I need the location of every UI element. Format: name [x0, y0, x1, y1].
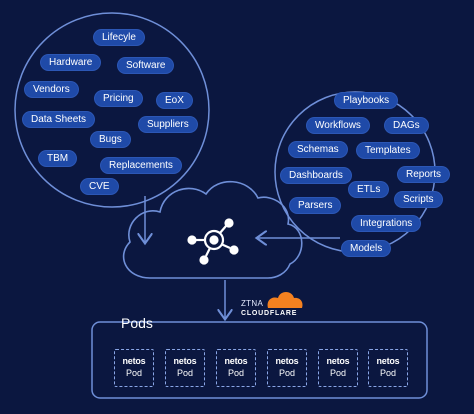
pod-card: netos Pod — [165, 349, 205, 387]
pod-card: netos Pod — [114, 349, 154, 387]
pod-card: netos Pod — [318, 349, 358, 387]
netos-logo: netos — [376, 356, 400, 366]
ztna-label: ZTNA — [241, 299, 264, 308]
pod-label: Pod — [125, 368, 142, 378]
pill-suppliers: Suppliers — [138, 116, 198, 133]
left-bubble-circle — [14, 12, 210, 208]
cloudflare-wordmark: CLOUDFLARE — [241, 310, 298, 317]
pill-pricing: Pricing — [94, 90, 143, 107]
pods-container — [91, 321, 428, 399]
netos-logo: netos — [224, 356, 248, 366]
pill-workflows: Workflows — [306, 117, 370, 134]
pod-label: Pod — [379, 368, 396, 378]
pill-replacements: Replacements — [100, 157, 182, 174]
pill-schemas: Schemas — [288, 141, 348, 158]
pod-card: netos Pod — [216, 349, 256, 387]
pill-hardware: Hardware — [40, 54, 102, 71]
pill-dashboards: Dashboards — [280, 167, 352, 184]
pill-templates: Templates — [356, 142, 420, 159]
pill-software: Software — [117, 57, 175, 74]
pod-label: Pod — [176, 368, 193, 378]
pill-data-sheets: Data Sheets — [22, 111, 96, 128]
pod-label: Pod — [329, 368, 346, 378]
pill-dags: DAGs — [384, 117, 429, 134]
pill-reports: Reports — [397, 166, 451, 183]
netos-logo: netos — [122, 356, 146, 366]
pill-playbooks: Playbooks — [334, 92, 399, 109]
cloudflare-logo-icon — [267, 292, 303, 308]
pod-label: Pod — [278, 368, 295, 378]
pill-eox: EoX — [156, 92, 193, 109]
pod-card: netos Pod — [267, 349, 307, 387]
pod-card: netos Pod — [368, 349, 408, 387]
pill-lifecyle: Lifecyle — [93, 29, 145, 46]
pods-title: Pods — [121, 315, 153, 331]
cloud-shape — [122, 180, 303, 279]
pill-tbm: TBM — [38, 150, 78, 167]
pill-bugs: Bugs — [90, 131, 131, 148]
pill-etls: ETLs — [348, 181, 390, 198]
pill-parsers: Parsers — [289, 197, 342, 214]
pod-label: Pod — [227, 368, 244, 378]
pill-scripts: Scripts — [394, 191, 443, 208]
netos-logo: netos — [326, 356, 350, 366]
pill-models: Models — [341, 240, 392, 257]
pill-cve: CVE — [80, 178, 119, 195]
netos-logo: netos — [173, 356, 197, 366]
pill-vendors: Vendors — [24, 81, 79, 98]
netos-logo: netos — [275, 356, 299, 366]
pill-integrations: Integrations — [351, 215, 422, 232]
hub-icon — [187, 218, 239, 265]
